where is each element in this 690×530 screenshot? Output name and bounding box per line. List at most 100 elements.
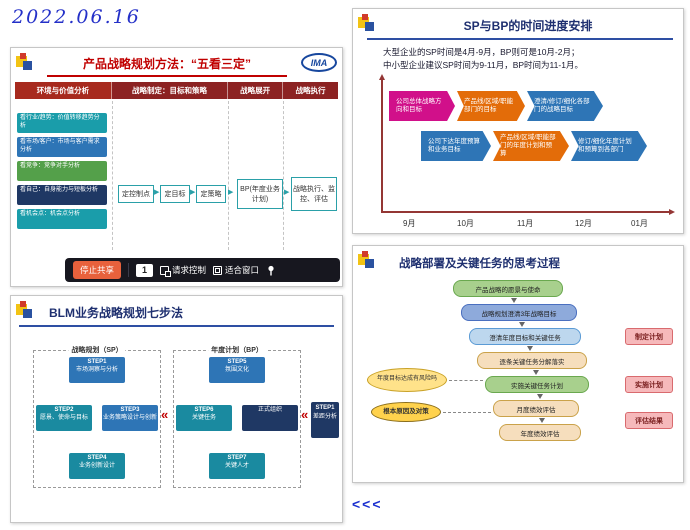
double-left-arrow-icon: «: [161, 407, 169, 422]
participant-count-badge[interactable]: 1: [136, 263, 154, 277]
look-box-industry: 看行业/趋势：价值转移趋势分析: [17, 113, 107, 133]
dashed-connector: [449, 380, 483, 381]
request-control-label: 请求控制: [172, 265, 207, 275]
step-text: 市场洞察与分析: [75, 366, 118, 373]
pin-icon: [268, 265, 274, 275]
handwritten-date: 2022.06.16: [12, 6, 141, 28]
arrow-right-icon: ▶: [284, 189, 290, 196]
chevron-annual-plan: 产品线/区域/职能部门的年度计划和预算: [493, 131, 569, 161]
arrow-right-icon: ▶: [190, 189, 196, 196]
flow-box-monthly-review: 月度绩效评估: [493, 400, 579, 417]
flow-box-implement-plan: 实施关键任务计划: [485, 376, 589, 393]
divider: [128, 263, 130, 277]
step-text: 关键人才: [224, 462, 249, 469]
screen-share-toolbar: 停止共享 1 请求控制 适合窗口: [65, 258, 340, 282]
look-box-opportunity: 看机会点：机会点分析: [17, 209, 107, 229]
blm-box-vision-mission: STEP2 愿景、使命与目标: [36, 405, 92, 431]
blm-diagram: 战略规划（SP） STEP1 市场洞察与分析 STEP2 愿景、使命与目标 ST…: [13, 334, 340, 520]
phase-col-environment: 环境与价值分析: [15, 82, 112, 99]
timeline-chart: 公司总体战略方向和目标 产品线/区域/职能部门的目标 澄清/修订/细化各部门的战…: [369, 74, 677, 229]
bp-plan-box: BP(年度业务计划): [237, 179, 283, 209]
stop-share-button[interactable]: 停止共享: [73, 261, 122, 279]
root-cause-oval: 根本原因及对策: [371, 402, 441, 422]
stage-label-make-plan: 制定计划: [625, 328, 673, 345]
phase-header-band: 环境与价值分析 战略制定：目标和策略 战略展开 战略执行: [15, 82, 338, 99]
look-box-market: 看市场/客户：市场与客户需求分析: [17, 137, 107, 157]
back-link[interactable]: <<<: [352, 496, 383, 512]
gap-analysis-box: STEP1 差距分析: [311, 402, 339, 438]
step-label: STEP4: [87, 455, 107, 461]
slide-product-strategy: 产品战略规划方法：“五看三定” IMA 环境与价值分析 战略制定：目标和策略 战…: [10, 47, 343, 287]
set-box-strategy: 定策略: [196, 185, 226, 203]
month-label: 9月: [403, 219, 416, 228]
phase-col-strategy: 战略制定：目标和策略: [112, 82, 229, 99]
step-label: STEP5: [227, 359, 247, 365]
ppt-logo-icon: [358, 251, 378, 269]
sp-group: 战略规划（SP） STEP1 市场洞察与分析 STEP2 愿景、使命与目标 ST…: [33, 345, 161, 488]
fit-window-label: 适合窗口: [225, 265, 260, 275]
step-text: 氛围文化: [224, 366, 249, 373]
stage-label-evaluate-result: 评估结果: [625, 412, 673, 429]
execution-box: 战略执行、监控、评估: [291, 177, 337, 211]
remote-control-icon: [160, 265, 172, 277]
body-text-line2: 中小型企业建议SP时间为9-11月，BP时间为11-1月。: [383, 60, 583, 70]
divider: [283, 101, 284, 250]
bp-group: 年度计划（BP） STEP5 氛围文化 STEP6 关键任务 正式组织 STEP…: [173, 345, 301, 488]
blm-box-strategy-design: STEP3 业务策略设计与创新: [102, 405, 158, 431]
arrow-down-icon: [519, 322, 525, 327]
arrow-down-icon: [539, 418, 545, 423]
slide2-title: SP与BP的时间进度安排: [463, 19, 593, 33]
look-box-self: 看自己：自身能力与短板分析: [17, 185, 107, 205]
slide4-title: 战略部署及关键任务的思考过程: [399, 258, 560, 270]
blm-box-key-talent: STEP7 关键人才: [209, 453, 265, 479]
bp-group-label: 年度计划（BP）: [208, 345, 266, 355]
month-label: 10月: [457, 219, 474, 228]
title-underline: [19, 325, 334, 327]
slide-strategy-deployment: 战略部署及关键任务的思考过程 产品战略的愿景与使命 战略规划澄清3年战略目标 澄…: [352, 245, 684, 483]
phase-col-execute: 战略执行: [295, 86, 326, 95]
double-left-arrow-icon: «: [301, 407, 309, 422]
arrow-down-icon: [527, 346, 533, 351]
dashed-connector: [443, 412, 491, 413]
chevron-revise-plan: 修订/细化年度计划和预算到各部门: [571, 131, 647, 161]
risk-question-oval: 年度目标达成有风险吗: [367, 368, 447, 392]
blm-box-business-innovation: STEP4 业务创新设计: [69, 453, 125, 479]
y-axis: [379, 74, 385, 213]
step-label: STEP1: [315, 405, 335, 411]
fit-window-icon: [213, 265, 223, 275]
slide-sp-bp-schedule: SP与BP的时间进度安排 大型企业的SP时间是4月-9月，BP则可是10月-2月…: [352, 8, 684, 234]
chevron-clarify-targets: 澄清/修订/细化各部门的战略目标: [527, 91, 603, 121]
pin-button[interactable]: [266, 265, 276, 276]
slide3-title: BLM业务战略规划七步法: [49, 306, 183, 320]
fit-window-button[interactable]: 适合窗口: [213, 264, 259, 276]
ppt-logo-icon: [16, 53, 36, 71]
stage-label-implement-plan: 实施计划: [625, 376, 673, 393]
slide1-diagram: 看行业/趋势：价值转移趋势分析 看市场/客户：市场与客户需求分析 看竞争：竞争对…: [15, 101, 338, 250]
chevron-annual-budget: 公司下达年度预算和业务目标: [421, 131, 491, 161]
deployment-flow: 产品战略的愿景与使命 战略规划澄清3年战略目标 澄清年度目标和关键任务 逐条关键…: [361, 278, 675, 478]
flow-box-task-breakdown: 逐条关键任务分解落实: [477, 352, 587, 369]
step-text: 正式组织: [257, 407, 282, 413]
step-label: STEP2: [54, 407, 74, 413]
month-label: 01月: [631, 219, 648, 228]
body-text-line1: 大型企业的SP时间是4月-9月，BP则可是10月-2月；: [383, 47, 580, 57]
divider: [112, 101, 113, 250]
step-text: 差距分析: [312, 414, 337, 420]
flow-box-annual-targets: 澄清年度目标和关键任务: [469, 328, 581, 345]
flow-box-annual-review: 年度绩效评估: [499, 424, 581, 441]
set-box-target: 定目标: [160, 185, 190, 203]
ppt-logo-icon: [16, 301, 36, 319]
sp-group-label: 战略规划（SP）: [68, 345, 126, 355]
step-text: 业务策略设计与创新: [103, 414, 158, 421]
step-text: 愿景、使命与目标: [39, 414, 88, 421]
step-label: STEP6: [194, 407, 214, 413]
divider: [228, 101, 229, 250]
request-control-button[interactable]: 请求控制: [160, 264, 207, 277]
blm-box-market-insight: STEP1 市场洞察与分析: [69, 357, 125, 383]
chevron-productline-target: 产品线/区域/职能部门的目标: [457, 91, 525, 121]
ppt-logo-icon: [358, 14, 378, 32]
blm-box-formal-org: 正式组织: [242, 405, 298, 431]
step-text: 关键任务: [191, 414, 216, 421]
arrow-down-icon: [537, 394, 543, 399]
arrow-down-icon: [533, 370, 539, 375]
